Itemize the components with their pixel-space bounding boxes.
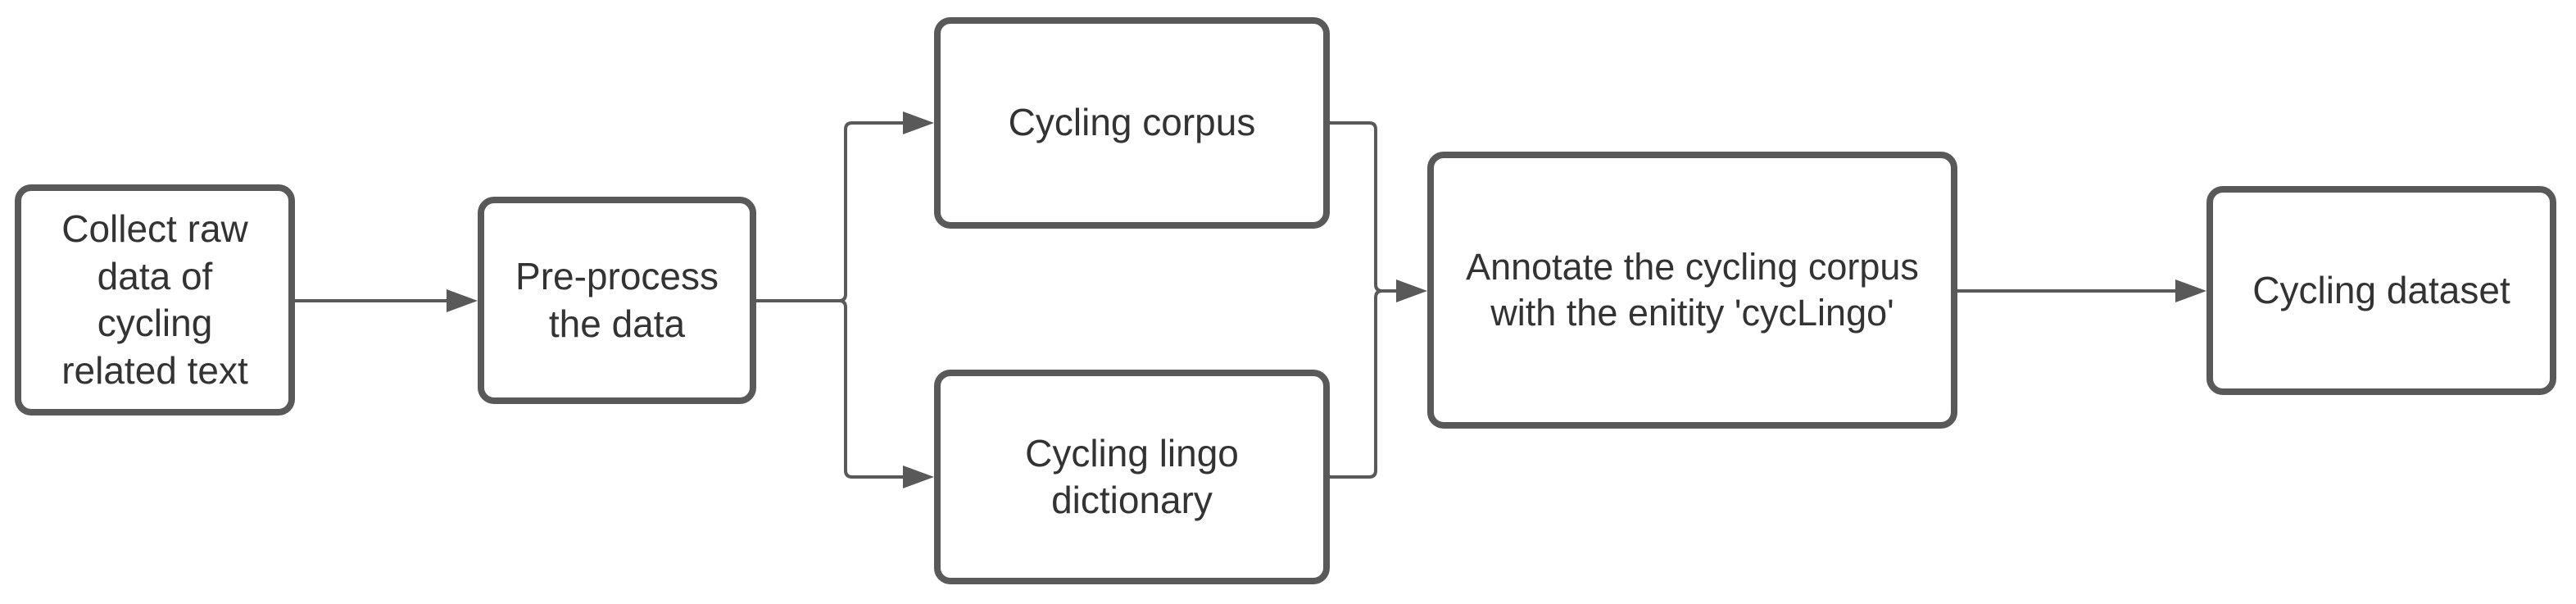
edge-preprocess-to-dictionary (756, 299, 934, 488)
edge-collect-to-preprocess (295, 289, 478, 312)
node-label-line: related text (61, 348, 248, 392)
node-cycling-corpus: Cycling corpus (934, 17, 1330, 229)
node-collect-raw-data: Collect raw data of cycling related text (15, 184, 295, 416)
node-preprocess-data: Pre-process the data (478, 197, 756, 404)
node-label-line: Cycling corpus (1008, 101, 1256, 144)
node-label-line: with the enitity 'cycLingo' (1490, 292, 1894, 334)
edge-annotate-to-dataset (1957, 279, 2206, 302)
node-annotate-corpus: Annotate the cycling corpus with the eni… (1427, 152, 1957, 429)
node-label-line: Cycling dataset (2252, 268, 2510, 311)
edge-preprocess-to-corpus (756, 111, 934, 302)
node-cycling-dataset: Cycling dataset (2206, 186, 2556, 395)
arrowhead-into-annotate (1396, 279, 1427, 302)
node-label-line: Annotate the cycling corpus (1466, 245, 1919, 288)
node-label-line: cycling (97, 302, 213, 344)
node-cycling-lingo-dictionary: Cycling lingo dictionary (934, 370, 1330, 584)
arrowhead-into-corpus (903, 111, 934, 134)
edge-corpus-to-annotate (1330, 121, 1398, 293)
edge-dictionary-to-annotate (1330, 279, 1427, 479)
node-label-line: the data (548, 302, 686, 345)
node-label-line: dictionary (1051, 479, 1213, 521)
node-label-line: Cycling lingo (1025, 431, 1239, 475)
arrowhead-into-dataset (2175, 279, 2206, 302)
node-label-line: Pre-process (515, 255, 719, 297)
arrowhead-into-dictionary (903, 465, 934, 488)
node-label-line: Collect raw (61, 207, 248, 250)
node-label-line: data of (97, 254, 213, 297)
arrowhead-into-preprocess (447, 289, 478, 312)
